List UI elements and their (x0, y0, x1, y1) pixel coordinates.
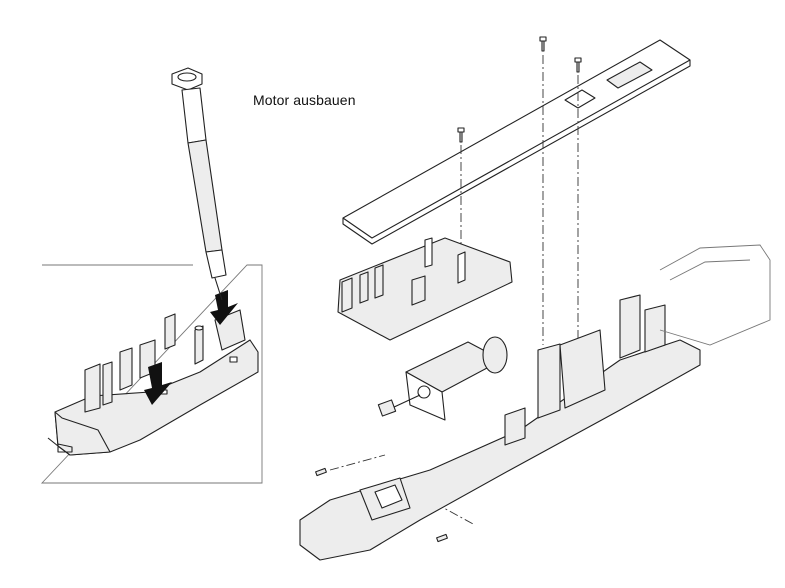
down-arrow-icon (210, 290, 238, 325)
screws-top (457, 36, 582, 143)
circuit-board (342, 39, 691, 245)
diagram-caption: Motor ausbauen (253, 92, 356, 108)
down-arrow-icon (144, 362, 172, 405)
chassis (299, 294, 701, 561)
motor-housing (337, 237, 513, 341)
screwdriver (171, 67, 227, 301)
motor (377, 336, 508, 421)
screws-side (315, 467, 448, 543)
body-shell (659, 244, 771, 346)
